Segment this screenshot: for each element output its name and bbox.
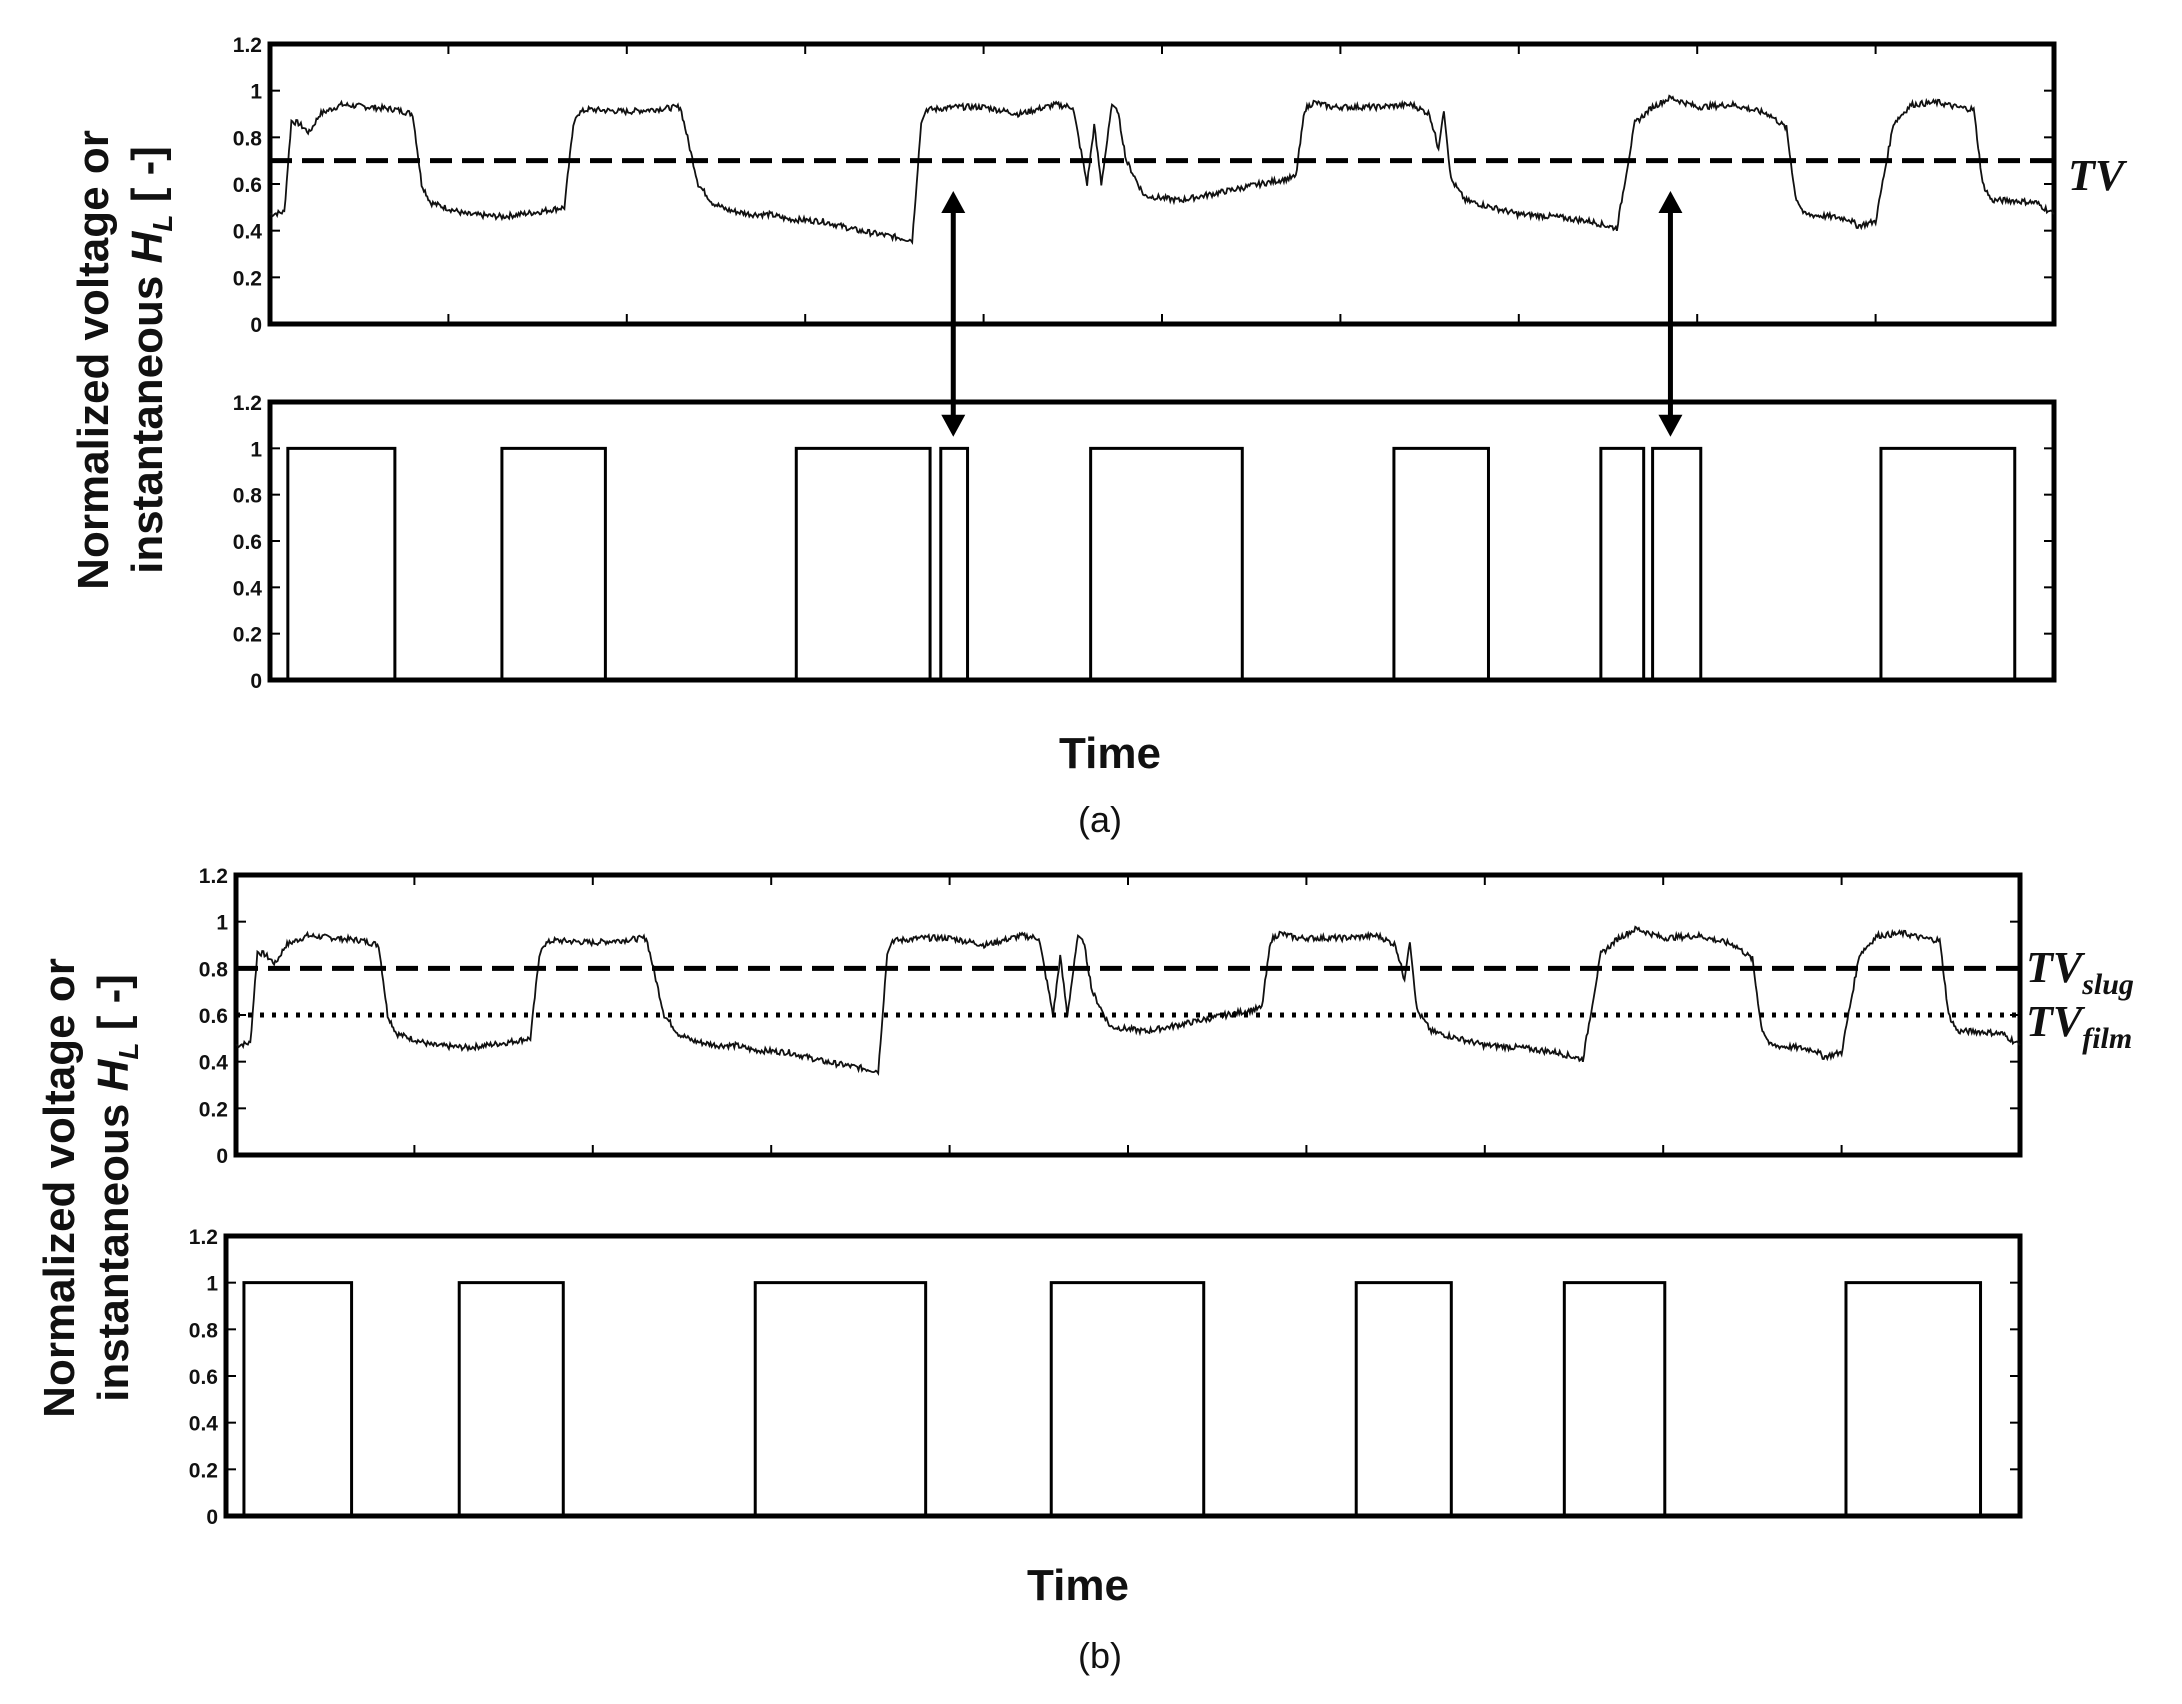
panel-b-binary-ytick-label: 0.2	[189, 1459, 218, 1482]
panel-a-y-axis-label: Normalized voltage or instantaneous HL […	[69, 130, 178, 590]
panel-b-voltage-ytick-label: 1	[216, 912, 228, 935]
panel-a-voltage-ytick-label: 0.2	[233, 267, 262, 290]
correspondence-arrow-head-up	[941, 191, 966, 213]
panel-a-voltage-ytick-label: 1	[250, 81, 262, 104]
panel-b-tv-film-label: TVfilm	[2026, 997, 2132, 1055]
panel-a-correspondence-arrows	[941, 191, 1683, 437]
panel-b-voltage-ytick-label: 1.2	[199, 865, 228, 888]
panel-a-voltage-ytick-label: 1.2	[233, 34, 262, 57]
panel-b-voltage-ytick-label: 0	[216, 1145, 228, 1168]
panel-a-binary-series	[270, 446, 2054, 682]
panel-b-voltage-plot: 0 0.2 0.4 0.6 0.8 1 1.2 TVslug TVfilm	[199, 865, 2134, 1168]
panel-a-tv-label: TV	[2068, 151, 2128, 200]
panel-b-binary-series	[226, 1281, 2020, 1518]
correspondence-arrow-head-up	[1658, 191, 1683, 213]
panel-a-binary-ytick-label: 0	[250, 670, 262, 693]
panel-a-voltage-ytick-label: 0	[250, 314, 262, 337]
panel-b-y-axis-label: Normalized voltage or instantaneous HL […	[35, 958, 144, 1418]
panel-b-tv-slug-label: TVslug	[2026, 943, 2134, 1001]
panel-a-voltage-ytick-label: 0.4	[233, 221, 263, 244]
panel-a-voltage-ytick-label: 0.6	[233, 174, 262, 197]
panel-b-binary-ytick-label: 0.8	[189, 1319, 219, 1342]
panel-b-y-label-line1: Normalized voltage or	[35, 958, 84, 1418]
panel-b-binary-ytick-label: 0.4	[189, 1413, 219, 1436]
panel-b-y-label-line2: instantaneous HL [ -]	[89, 974, 144, 1402]
panel-b-x-axis-label: Time	[1027, 1561, 1129, 1610]
panel-a-x-axis-label: Time	[1059, 729, 1161, 778]
correspondence-arrow-head-down	[1658, 414, 1683, 437]
panel-a-binary-plot: 0 0.2 0.4 0.6 0.8 1 1.2	[233, 392, 2057, 693]
panel-a-voltage-plot: 0 0.2 0.4 0.6 0.8 1 1.2 TV	[233, 34, 2128, 337]
panel-a-y-label-line2: instantaneous HL [ -]	[123, 146, 178, 574]
panel-b-caption: (b)	[1078, 1635, 1122, 1676]
panel-b-binary-ytick-label: 1.2	[189, 1226, 218, 1249]
correspondence-arrow-head-down	[941, 414, 966, 437]
panel-a-y-label-line1: Normalized voltage or	[69, 130, 118, 590]
panel-b-voltage-ytick-label: 0.6	[199, 1005, 228, 1028]
panel-a-voltage-frame	[267, 41, 2057, 327]
panel-a-binary-ytick-label: 1.2	[233, 392, 262, 415]
panel-a-caption: (a)	[1078, 799, 1122, 840]
panel-b-voltage-ytick-label: 0.2	[199, 1098, 228, 1121]
panel-a-voltage-ytick-label: 0.8	[233, 127, 263, 150]
panel-b-binary-plot: 0 0.2 0.4 0.6 0.8 1 1.2	[189, 1226, 2023, 1529]
panel-a-voltage-series	[269, 94, 2055, 245]
panel-a-binary-ytick-label: 1	[250, 438, 262, 461]
panel-b-binary-ytick-label: 0.6	[189, 1366, 218, 1389]
panel-a-binary-ytick-label: 0.8	[233, 485, 263, 508]
panel-a-binary-ytick-label: 0.4	[233, 577, 263, 600]
panel-b-binary-ytick-label: 1	[206, 1273, 218, 1296]
panel-b-voltage-series	[235, 925, 2021, 1076]
panel-a-binary-ytick-label: 0.6	[233, 531, 262, 554]
panel-b-binary-frame	[223, 1233, 2023, 1519]
panel-a-binary-frame	[267, 399, 2057, 683]
panel-b-voltage-ytick-label: 0.8	[199, 958, 229, 981]
panel-a-binary-ytick-label: 0.2	[233, 624, 262, 647]
panel-b-binary-ytick-label: 0	[206, 1506, 218, 1529]
panel-b-voltage-ytick-label: 0.4	[199, 1052, 229, 1075]
